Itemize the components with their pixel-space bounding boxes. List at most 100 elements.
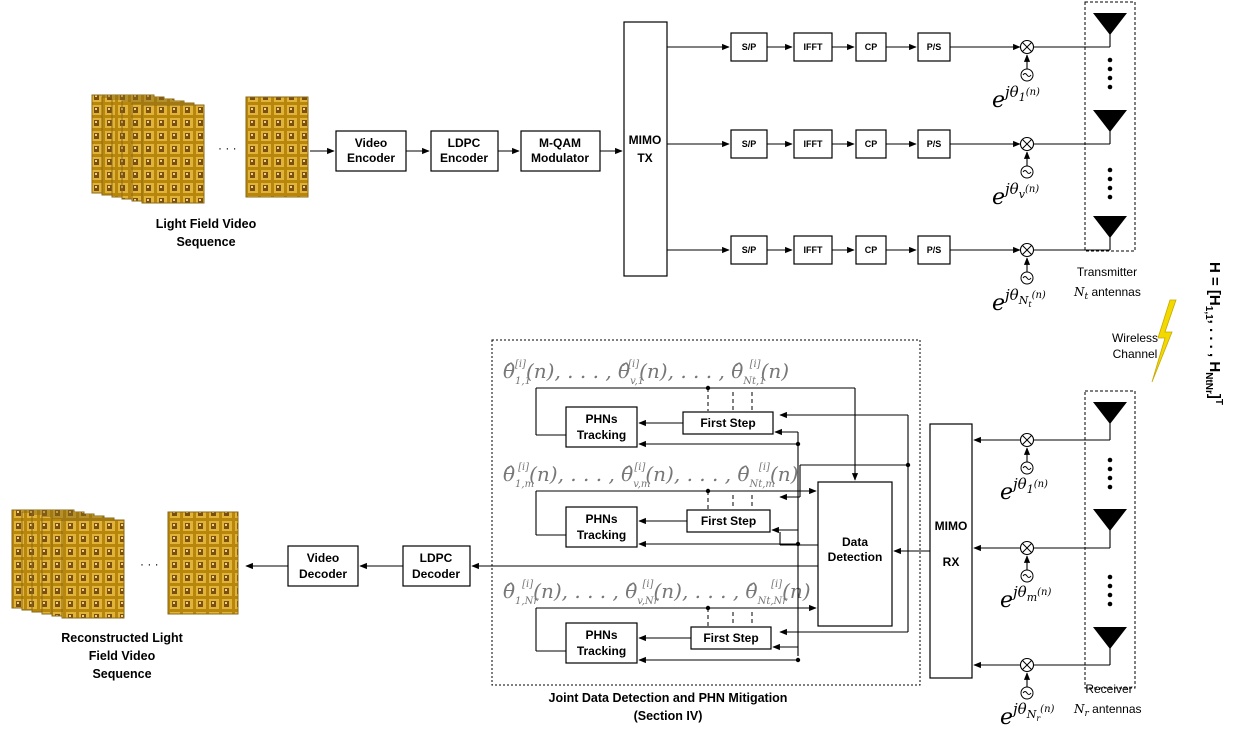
wireless-label-2: Channel — [1113, 347, 1158, 361]
tx-branch-label: CP — [865, 42, 878, 52]
rx-antenna-array — [1084, 390, 1136, 689]
video-encoder-block — [335, 130, 407, 172]
data-detection-label-2: Detection — [828, 550, 883, 564]
light-field-video-stack — [91, 94, 309, 204]
tx-branch-label: P/S — [927, 139, 942, 149]
tx-branch-label: IFFT — [804, 42, 823, 52]
tx-antennas — [1093, 13, 1127, 250]
tx-branch-label: S/P — [742, 42, 757, 52]
tx-branch-label: CP — [865, 245, 878, 255]
svg-text:H = [H1,1, . . . , HNtNr]T: H = [H1,1, . . . , HNtNr]T — [1203, 262, 1224, 405]
rx-phase-label-3: ejθNr(n) — [1000, 700, 1055, 730]
rx-ellipsis: · · · — [140, 557, 159, 571]
video-encoder-label-2: Encoder — [347, 151, 395, 165]
tx-branch-label: IFFT — [804, 139, 823, 149]
ldpc-encoder-label-2: Encoder — [440, 151, 488, 165]
video-decoder-label-1: Video — [307, 551, 339, 565]
light-field-caption-1: Light Field Video — [156, 217, 257, 231]
tx-ifft-block-2 — [793, 129, 833, 159]
ldpc-encoder-block — [430, 130, 499, 172]
first-step-label: First Step — [700, 416, 755, 430]
video-encoder-label-1: Video — [355, 136, 387, 150]
wireless-label-1: Wireless — [1112, 331, 1158, 345]
data-detection-label-1: Data — [842, 535, 868, 549]
tx-oscillator-icon — [1020, 165, 1034, 179]
reconstructed-caption-3: Sequence — [92, 667, 151, 681]
light-field-caption-2: Sequence — [176, 235, 235, 249]
phns-label-2: Tracking — [577, 428, 626, 442]
first-step-label: First Step — [701, 514, 756, 528]
wireless-bolt-icon — [1151, 299, 1177, 383]
rx-phase-label-1: ejθ1(n) — [1000, 475, 1048, 505]
phns-label-2: Tracking — [577, 644, 626, 658]
tx-branch-label: P/S — [927, 42, 942, 52]
mimo-rx-label-1: MIMO — [935, 519, 968, 533]
rx-antennas — [1093, 402, 1127, 665]
data-detection-block — [817, 481, 893, 627]
mimo-rx-label-2: RX — [943, 555, 960, 569]
rx-branches: ejθ1(n) ejθm(n) ejθNr(n) — [973, 432, 1110, 730]
ldpc-encoder-label-1: LDPC — [448, 136, 481, 150]
tx-antenna-label-2: Nt antennas — [1073, 285, 1141, 302]
first-step-label: First Step — [703, 631, 758, 645]
ldpc-decoder-label-2: Decoder — [412, 567, 460, 581]
rx-oscillator-icon — [1020, 569, 1034, 583]
jdd-rows: θ̂1,1[i](n), . . . , θ̂v,1[i](n), . . . … — [503, 359, 859, 664]
channel-matrix: H = [H1,1, . . . , HNtNr]T — [1203, 262, 1224, 405]
mimo-tx-label-1: MIMO — [629, 133, 662, 147]
tx-ps-block-2 — [917, 129, 951, 159]
phns-label-1: PHNs — [585, 628, 617, 642]
theta-estimate-row-2: θ̂1,m[i](n), . . . , θ̂v,m[i](n), . . . … — [503, 462, 798, 490]
theta-estimate-row-3: θ̂1,Nr[i](n), . . . , θ̂v,Nr[i](n), . . … — [503, 579, 811, 607]
tx-branch-label: P/S — [927, 245, 942, 255]
reconstructed-caption-1: Reconstructed Light — [61, 631, 183, 645]
tx-ps-block-1 — [917, 32, 951, 62]
tx-branch-label: S/P — [742, 139, 757, 149]
tx-ofdm-branches: S/P IFFT CP P/S ejθ1(n) S/P IFFT CP P/S ejθv(n) S/… — [667, 32, 1110, 316]
tx-cp-block-1 — [855, 32, 887, 62]
tx-ifft-block-1 — [793, 32, 833, 62]
rx-phase-label-2: ejθm(n) — [1000, 583, 1051, 613]
tx-sp-block-3 — [730, 235, 768, 265]
tx-antenna-array — [1084, 1, 1136, 252]
phns-tracking-block-2 — [565, 506, 638, 548]
rx-mixer-icon — [1019, 657, 1035, 673]
jdd-caption-2: (Section IV) — [634, 709, 703, 723]
reconstructed-video-stack — [11, 509, 239, 619]
tx-oscillator-icon — [1020, 271, 1034, 285]
theta-estimate-row-1: θ̂1,1[i](n), . . . , θ̂v,1[i](n), . . . … — [503, 359, 789, 387]
tx-branch-label: IFFT — [804, 245, 823, 255]
mimo-rx-block — [929, 423, 973, 679]
tx-ifft-block-3 — [793, 235, 833, 265]
rx-oscillator-icon — [1020, 686, 1034, 700]
phns-tracking-block-3 — [565, 622, 638, 664]
tx-ps-block-3 — [917, 235, 951, 265]
rx-antenna-label-1: Receiver — [1085, 682, 1132, 696]
phns-label-2: Tracking — [577, 528, 626, 542]
tx-phase-label-1: ejθ1(n) — [992, 83, 1040, 113]
tx-mixer-icon — [1019, 136, 1035, 152]
phns-label-1: PHNs — [585, 412, 617, 426]
tx-mixer-icon — [1019, 242, 1035, 258]
rx-mixer-icon — [1019, 432, 1035, 448]
mqam-modulator-block — [520, 130, 601, 172]
mimo-tx-block — [623, 21, 668, 277]
video-decoder-label-2: Decoder — [299, 567, 347, 581]
mqam-label-1: M-QAM — [539, 136, 581, 150]
jdd-container — [491, 339, 921, 686]
rx-mixer-icon — [1019, 540, 1035, 556]
tx-ellipsis: · · · — [218, 141, 237, 155]
mqam-label-2: Modulator — [531, 151, 589, 165]
tx-branch-label: CP — [865, 139, 878, 149]
tx-oscillator-icon — [1020, 68, 1034, 82]
tx-sp-block-1 — [730, 32, 768, 62]
reconstructed-caption-2: Field Video — [89, 649, 156, 663]
tx-sp-block-2 — [730, 129, 768, 159]
tx-branch-label: S/P — [742, 245, 757, 255]
tx-phase-label-2: ejθv(n) — [992, 180, 1039, 210]
video-decoder-block — [287, 545, 359, 587]
phns-tracking-block-1 — [565, 406, 638, 448]
tx-cp-block-2 — [855, 129, 887, 159]
phns-label-1: PHNs — [585, 512, 617, 526]
